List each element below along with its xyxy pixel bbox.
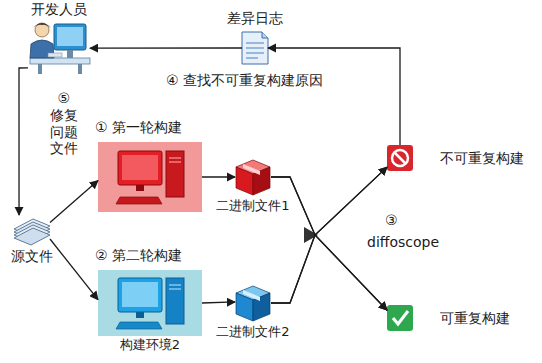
node-label: ② 第二轮构建	[95, 247, 182, 263]
prohibit-icon	[387, 145, 413, 171]
node-label: ① 第一轮构建	[95, 119, 182, 135]
not-reproducible-node: 不可重复构建	[387, 145, 413, 171]
binary-2-node: 二进制文件2	[235, 285, 271, 321]
developer-icon	[30, 23, 90, 74]
node-label: 可重复构建	[440, 310, 510, 326]
flow-arrow	[90, 47, 242, 48]
node-sublabel: 构建环境2	[120, 338, 180, 353]
build-machine-red	[98, 142, 202, 212]
node-label: 二进制文件1	[216, 199, 289, 214]
flow-arrow	[19, 68, 28, 215]
binary-1-node: 二进制文件1	[235, 158, 271, 196]
diff-log-node: 差异日志	[242, 32, 268, 64]
log-document-icon	[242, 32, 268, 64]
node-label: 差异日志	[227, 10, 283, 26]
source-files-icon	[14, 219, 50, 245]
build-machine-blue	[98, 270, 202, 336]
tool-name: diffoscope	[366, 234, 440, 250]
reproducible-node: 可重复构建	[387, 305, 413, 331]
build-env-2-node: ② 第二轮构建构建环境2	[98, 270, 202, 336]
flow-arrow	[202, 302, 235, 303]
node-label: 不可重复构建	[440, 150, 524, 166]
flow-arrow	[50, 239, 98, 300]
node-label: 开发人员	[31, 1, 87, 17]
edge-label: ⑤ 修复问题文件	[48, 90, 79, 157]
flow-arrow	[268, 48, 400, 145]
node-label: 二进制文件2	[216, 325, 289, 340]
source-files-node: 源文件	[14, 215, 50, 245]
node-label: 源文件	[11, 248, 53, 264]
developer-node: 开发人员	[28, 18, 90, 76]
step-number: ③	[384, 212, 399, 228]
binary-package-blue	[236, 286, 270, 321]
build-env-1-node: ① 第一轮构建	[98, 142, 202, 212]
edge-label: ④ 查找不可重复构建原因	[165, 72, 324, 88]
flow-arrow	[50, 181, 98, 223]
flow-arrow	[202, 176, 235, 177]
binary-package-red	[236, 160, 270, 195]
check-icon	[387, 305, 413, 331]
